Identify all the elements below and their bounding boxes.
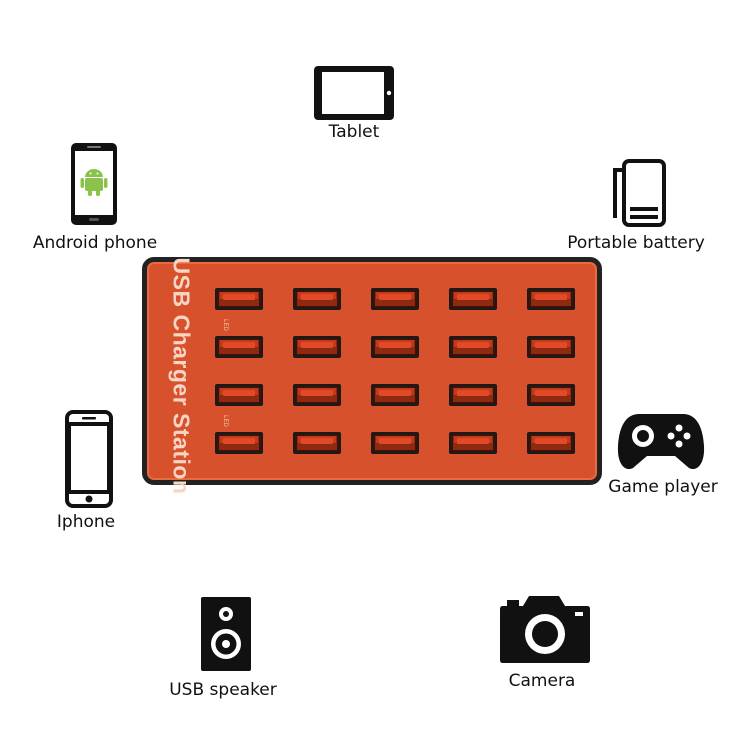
usb-port <box>527 336 575 358</box>
usb-port <box>449 336 497 358</box>
charger-brand: USB Charger Station <box>167 258 195 495</box>
usb-port <box>293 288 341 310</box>
usb-charger-station: USB Charger Station LED LED <box>142 257 602 495</box>
game-player-label: Game player <box>608 477 718 497</box>
usb-port <box>293 384 341 406</box>
iphone-icon <box>65 410 113 508</box>
usb-port <box>371 384 419 406</box>
speaker-icon <box>201 597 251 671</box>
portable-battery-label: Portable battery <box>567 233 705 253</box>
usb-port <box>215 288 263 310</box>
usb-port <box>527 432 575 454</box>
usb-port <box>371 432 419 454</box>
usb-port <box>371 288 419 310</box>
iphone-label: Iphone <box>56 512 116 532</box>
charger-brand-text: USB Charger Station <box>168 257 195 495</box>
usb-port <box>371 336 419 358</box>
android-phone-icon <box>71 143 117 225</box>
usb-port <box>215 336 263 358</box>
camera-icon <box>500 596 590 663</box>
usb-port <box>215 384 263 406</box>
usb-port <box>527 288 575 310</box>
usb-port-grid <box>215 288 575 454</box>
usb-port <box>527 384 575 406</box>
gamepad-icon <box>617 414 705 470</box>
usb-port <box>293 336 341 358</box>
tablet-label: Tablet <box>328 122 380 142</box>
portable-battery-icon <box>613 159 666 227</box>
tablet-icon <box>314 66 394 120</box>
usb-port <box>293 432 341 454</box>
android-phone-label: Android phone <box>32 233 158 253</box>
camera-label: Camera <box>508 671 576 691</box>
usb-port <box>449 384 497 406</box>
usb-speaker-label: USB speaker <box>169 680 277 700</box>
usb-port <box>449 432 497 454</box>
usb-port <box>449 288 497 310</box>
usb-port <box>215 432 263 454</box>
